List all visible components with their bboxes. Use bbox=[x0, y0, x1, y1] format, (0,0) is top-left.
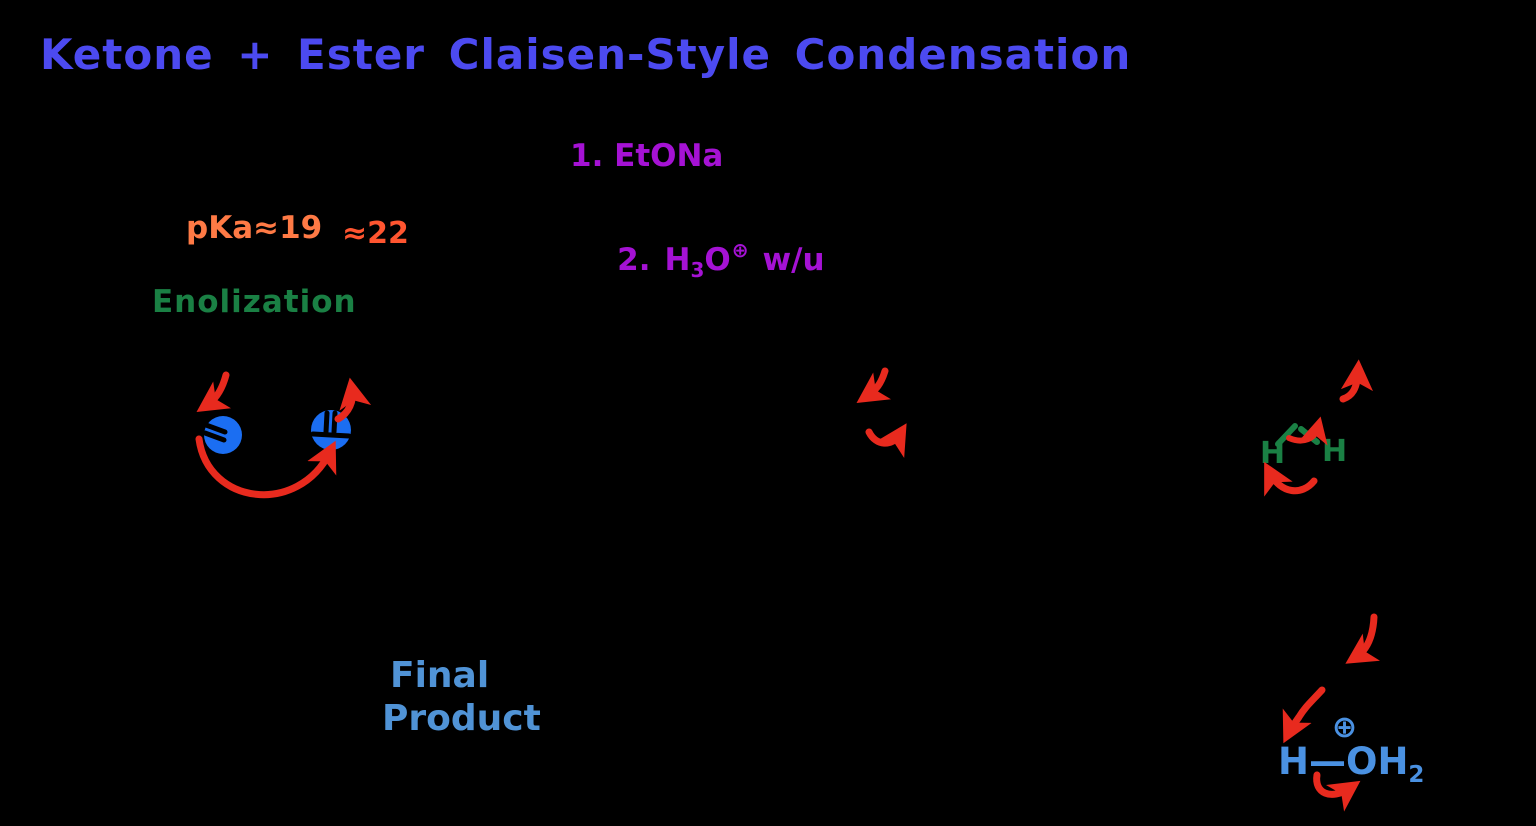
curved-arrow-dehydration-upper bbox=[1345, 613, 1381, 664]
curved-arrow-middle-lower bbox=[865, 423, 907, 458]
enolization-label: Enolization bbox=[152, 284, 357, 320]
step2-workup-note: w/u bbox=[762, 242, 825, 278]
step2-number: 2. bbox=[617, 242, 651, 278]
curved-arrow-middle-upper bbox=[856, 367, 892, 403]
hidden-bond-marks-right bbox=[310, 410, 352, 439]
curved-arrow-water-upper bbox=[1339, 359, 1373, 403]
hidden-bond-marks-left bbox=[202, 422, 228, 443]
alpha-carbon-highlights bbox=[202, 410, 352, 454]
curved-arrow-enolate-attack-arc bbox=[195, 435, 337, 499]
pka-ketone-annotation: pKa≈19 bbox=[186, 210, 323, 246]
leaving-group-hydronium: ⊕ H—OH2 bbox=[1278, 710, 1428, 794]
final-product-label-line2: Product bbox=[382, 698, 541, 739]
hydronium-formula: H—OH2 bbox=[1278, 740, 1424, 788]
step2-formula-subscript: 3 bbox=[690, 258, 705, 282]
curved-arrow-alpha-h-abstraction bbox=[196, 371, 232, 412]
step2-formula-h: H bbox=[664, 242, 691, 278]
step2-plus-charge-icon: ⊕ bbox=[731, 238, 749, 262]
hydronium-subscript: 2 bbox=[1408, 762, 1425, 788]
page-title: Ketone + Ester Claisen-Style Condensatio… bbox=[40, 30, 1132, 79]
pka-ester-annotation: ≈22 bbox=[342, 216, 409, 251]
hydronium-o: O bbox=[1345, 740, 1378, 783]
reagent-step1-label: 1. EtONa bbox=[570, 138, 724, 174]
hydronium-bond: — bbox=[1308, 740, 1346, 783]
curved-arrow-leaving-group bbox=[1313, 771, 1361, 812]
hydronium-plus-charge-icon: ⊕ bbox=[1332, 710, 1358, 745]
step2-formula-o: O bbox=[704, 242, 731, 278]
hydronium-h: H bbox=[1278, 740, 1309, 783]
curved-arrow-proton-transfer-swirl bbox=[1286, 416, 1328, 446]
curved-arrow-to-carbonyl-oxygen bbox=[334, 377, 372, 423]
hydronium-h2: H bbox=[1377, 740, 1409, 783]
reagent-step2-label: 2. H3O⊕ w/u bbox=[574, 202, 825, 318]
water-right-hydrogen: H bbox=[1322, 434, 1347, 469]
curved-arrow-dehydration-middle bbox=[1282, 686, 1326, 744]
final-product-label-line1: Final bbox=[390, 655, 490, 696]
water-molecule: H H bbox=[1260, 423, 1347, 471]
water-left-hydrogen: H bbox=[1260, 436, 1285, 471]
curved-arrow-water-lower-arc bbox=[1264, 461, 1318, 497]
